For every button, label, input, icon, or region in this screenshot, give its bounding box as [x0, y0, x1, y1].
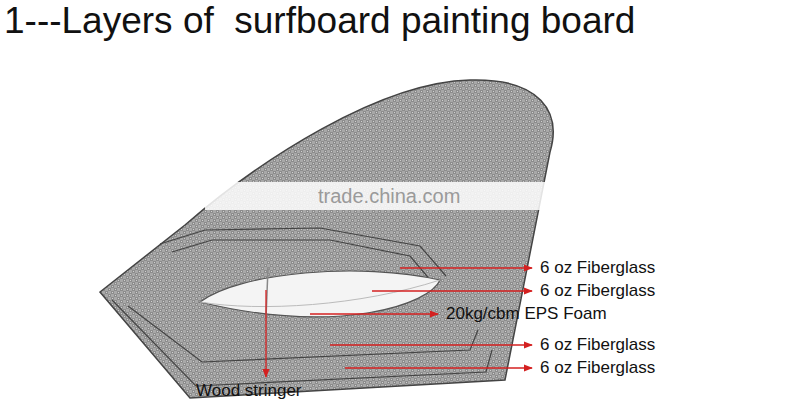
watermark: trade.china.com: [318, 184, 460, 208]
layer-label: 6 oz Fiberglass: [540, 335, 655, 355]
leader-line: [372, 290, 532, 291]
layer-label: 6 oz Fiberglass: [540, 358, 655, 378]
foam-edge: [200, 280, 440, 307]
title: 1---Layers of surfboard painting board: [4, 0, 635, 42]
leader-line: [345, 367, 532, 368]
board-outline: [100, 80, 553, 398]
leader-line: [330, 344, 532, 345]
layer-label: 6 oz Fiberglass: [540, 258, 655, 278]
foam-core: [200, 271, 440, 317]
part-label: Wood stringer: [196, 381, 302, 401]
layer-label: 20kg/cbm EPS Foam: [446, 304, 607, 324]
leader-line: [400, 267, 532, 268]
layer-label: 6 oz Fiberglass: [540, 281, 655, 301]
leader-line: [310, 313, 438, 314]
watermark-band: [205, 182, 595, 210]
leader-line: [265, 290, 266, 377]
